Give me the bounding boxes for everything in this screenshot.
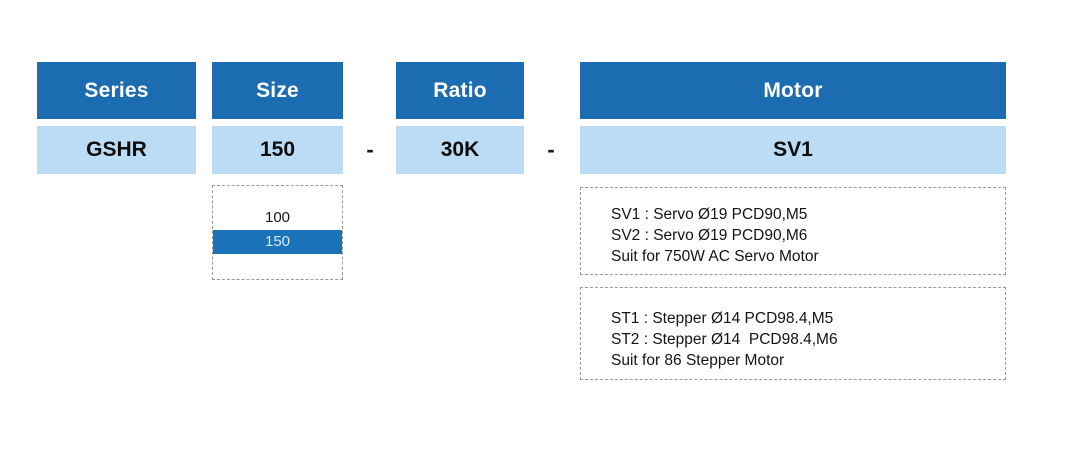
- motor-info-line: ST2 : Stepper Ø14 PCD98.4,M6: [611, 331, 838, 348]
- code-value-ratio[interactable]: 30K: [396, 126, 524, 174]
- code-field-size: Size 150: [212, 62, 343, 174]
- code-separator-2: -: [547, 137, 555, 162]
- size-option-list: 100 150: [213, 206, 342, 254]
- motor-info-lines-servo: SV1 : Servo Ø19 PCD90,M5 SV2 : Servo Ø19…: [611, 204, 819, 267]
- motor-info-line: Suit for 86 Stepper Motor: [611, 352, 785, 369]
- code-separator-1: -: [366, 137, 374, 162]
- code-value-size[interactable]: 150: [212, 126, 343, 174]
- size-option-100[interactable]: 100: [264, 209, 291, 226]
- motor-info-line: Suit for 750W AC Servo Motor: [611, 248, 819, 265]
- motor-info-box-servo: SV1 : Servo Ø19 PCD90,M5 SV2 : Servo Ø19…: [580, 187, 1006, 275]
- spacer: [396, 119, 524, 126]
- code-value-motor[interactable]: SV1: [580, 126, 1006, 174]
- spacer: [37, 119, 196, 126]
- code-field-series: Series GSHR: [37, 62, 196, 174]
- column-header-series: Series: [37, 62, 196, 119]
- column-header-motor: Motor: [580, 62, 1006, 119]
- motor-info-box-stepper: ST1 : Stepper Ø14 PCD98.4,M5 ST2 : Stepp…: [580, 287, 1006, 380]
- column-header-size: Size: [212, 62, 343, 119]
- column-header-ratio: Ratio: [396, 62, 524, 119]
- size-option-150[interactable]: 150: [213, 230, 342, 254]
- spacer: [580, 119, 1006, 126]
- code-field-motor: Motor SV1: [580, 62, 1006, 174]
- code-field-ratio: Ratio 30K: [396, 62, 524, 174]
- motor-info-line: ST1 : Stepper Ø14 PCD98.4,M5: [611, 310, 834, 327]
- size-option-box: 100 150: [212, 185, 343, 280]
- code-value-series[interactable]: GSHR: [37, 126, 196, 174]
- motor-info-lines-stepper: ST1 : Stepper Ø14 PCD98.4,M5 ST2 : Stepp…: [611, 308, 838, 371]
- motor-info-line: SV1 : Servo Ø19 PCD90,M5: [611, 206, 808, 223]
- motor-info-line: SV2 : Servo Ø19 PCD90,M6: [611, 227, 808, 244]
- spacer: [212, 119, 343, 126]
